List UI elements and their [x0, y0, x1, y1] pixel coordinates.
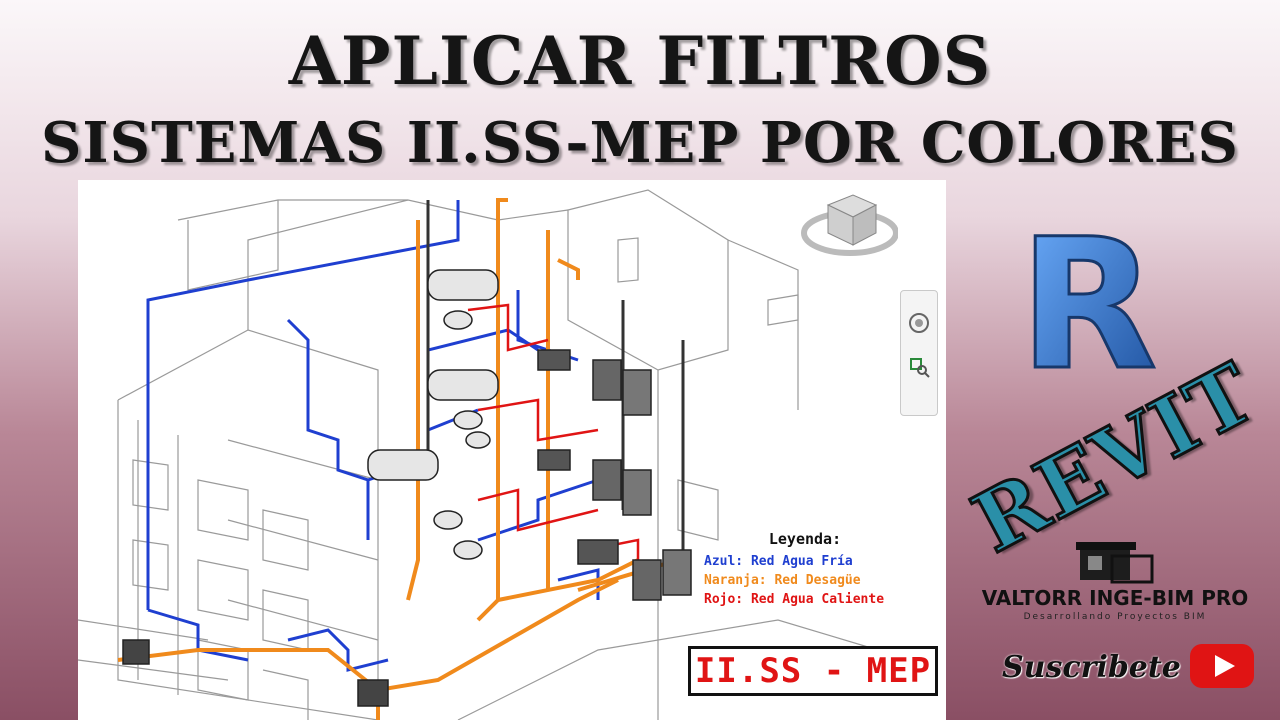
building-mep-drawing [78, 189, 879, 720]
title-line-1: APLICAR FILTROS [288, 22, 992, 100]
zoom-icon[interactable] [907, 355, 931, 379]
navigation-bar [900, 290, 938, 416]
subscribe-text[interactable]: Suscribete [1002, 650, 1181, 685]
revit-logo-icon: R [1010, 200, 1170, 412]
mep-badge: II.SS - MEP [688, 646, 938, 696]
brand-tagline: Desarrollando Proyectos BIM [1023, 612, 1207, 622]
legend-item-drain: Naranja: Red Desagüe [704, 573, 861, 588]
brand-name: VALTORR INGE-BIM PRO [981, 586, 1249, 610]
viewcube-icon[interactable] [798, 185, 898, 275]
brand-house-icon [1072, 538, 1162, 592]
svg-text:R: R [1019, 212, 1158, 382]
legend-title: Leyenda: [768, 530, 842, 548]
legend-item-cold-water: Azul: Red Agua Fría [704, 554, 853, 569]
title-line-2: SISTEMAS II.SS-MEP POR COLORES [40, 110, 1239, 176]
youtube-play-icon[interactable] [1188, 642, 1256, 694]
revit-3d-view[interactable] [78, 180, 946, 720]
legend-item-hot-water: Rojo: Red Agua Caliente [704, 592, 885, 607]
steering-wheel-icon[interactable] [907, 311, 931, 335]
legend: Leyenda: Azul: Red Agua Fría Naranja: Re… [700, 530, 910, 607]
